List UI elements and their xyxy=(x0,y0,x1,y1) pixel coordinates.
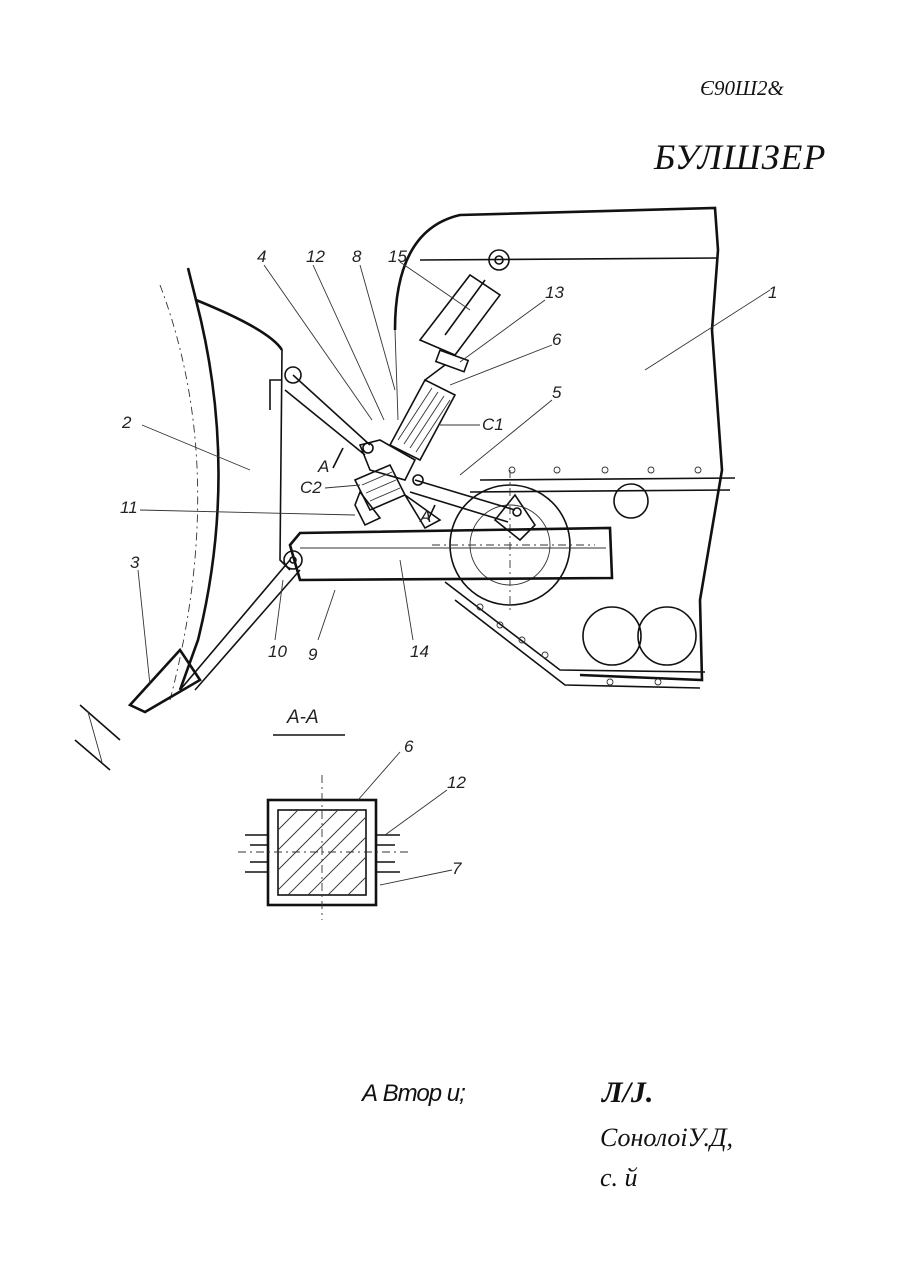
callout-8: 8 xyxy=(352,247,362,266)
author-line-2: СонолоіУ.Д, xyxy=(600,1123,733,1153)
callout-4: 4 xyxy=(257,247,266,266)
hydraulic-cylinder xyxy=(420,250,509,355)
callout-9: 9 xyxy=(308,645,318,664)
author-line-1: Л/J. xyxy=(602,1076,653,1110)
section-a-a: А-А 6 12 7 xyxy=(238,707,466,920)
damper-unit xyxy=(355,350,468,528)
push-beam xyxy=(180,528,612,690)
callout-6: 6 xyxy=(552,330,562,349)
blade xyxy=(160,268,301,700)
callout-2: 2 xyxy=(121,413,132,432)
callout-3: 3 xyxy=(130,553,140,572)
callout-13: 13 xyxy=(545,283,564,302)
callout-1: 1 xyxy=(768,283,777,302)
callout-c1: С1 xyxy=(482,415,504,434)
callout-12: 12 xyxy=(306,247,325,266)
authors-label: А Втор и; xyxy=(362,1080,465,1108)
author-line-3: с. й xyxy=(600,1163,638,1193)
section-callout-6: 6 xyxy=(404,737,414,756)
callout-11: 11 xyxy=(120,498,138,517)
section-callout-12: 12 xyxy=(447,773,466,792)
tractor-body xyxy=(395,208,722,680)
callout-a-upper: А xyxy=(317,457,329,476)
blade-knife xyxy=(75,650,200,770)
callout-10: 10 xyxy=(268,642,287,661)
callout-a-lower: А xyxy=(419,507,431,526)
section-label: А-А xyxy=(286,707,319,728)
callout-c2: С2 xyxy=(300,478,322,497)
section-callout-7: 7 xyxy=(452,859,462,878)
callout-15: 15 xyxy=(388,247,407,266)
callout-5: 5 xyxy=(552,383,562,402)
callout-14: 14 xyxy=(410,642,429,661)
